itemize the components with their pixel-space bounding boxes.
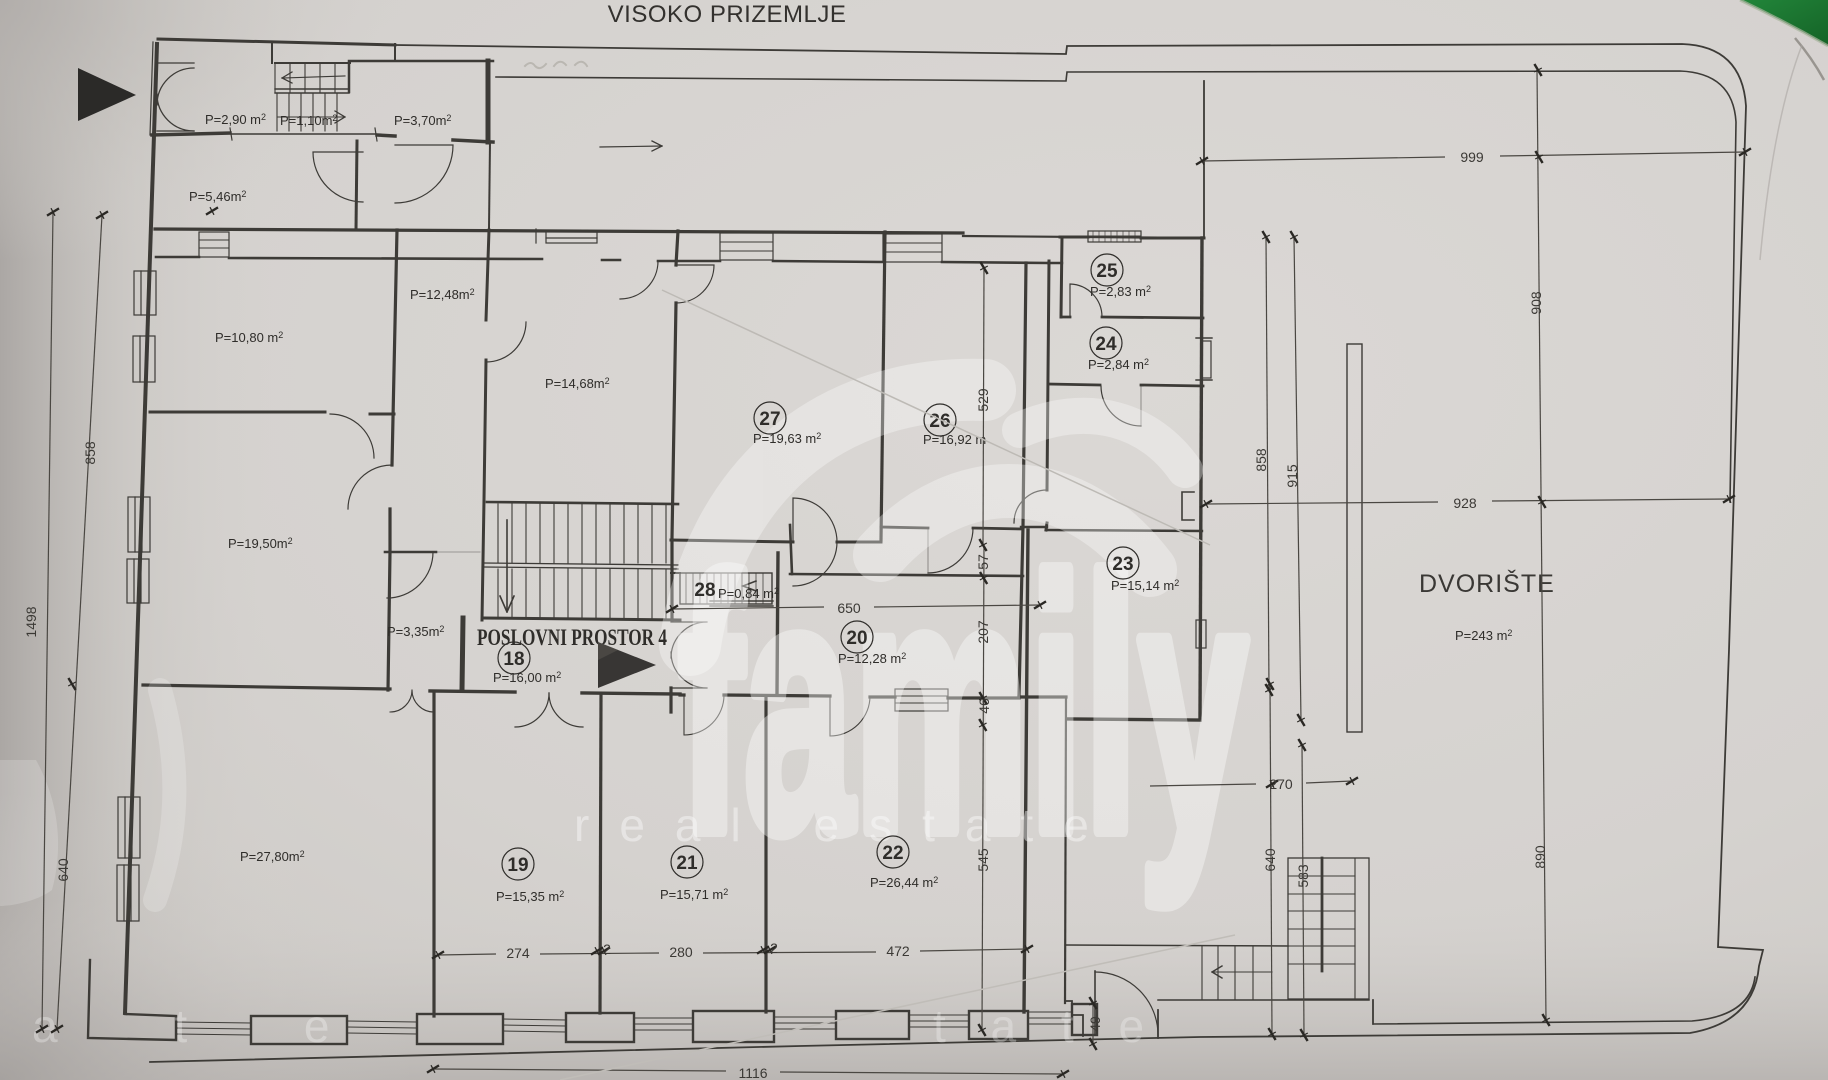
svg-text:P=1,10m2: P=1,10m2 (280, 113, 337, 128)
svg-text:2: 2 (770, 940, 778, 956)
svg-text:640: 640 (1262, 848, 1278, 872)
svg-text:P=2,84 m2: P=2,84 m2 (1088, 357, 1149, 372)
svg-text:P=19,50m2: P=19,50m2 (228, 536, 293, 551)
svg-text:P=14,68m2: P=14,68m2 (545, 376, 610, 391)
svg-text:P=15,14 m2: P=15,14 m2 (1111, 578, 1179, 593)
svg-text:270: 270 (1269, 776, 1293, 792)
svg-text:P=0,84 m2: P=0,84 m2 (718, 586, 779, 601)
svg-text:P=5,46m2: P=5,46m2 (189, 189, 246, 204)
svg-text:P=2,83 m2: P=2,83 m2 (1090, 284, 1151, 299)
svg-text:24: 24 (1095, 334, 1117, 355)
svg-text:P=16,00 m2: P=16,00 m2 (493, 670, 561, 685)
svg-text:23: 23 (1112, 554, 1133, 575)
svg-text:18: 18 (503, 649, 524, 670)
svg-text:DVORIŠTE: DVORIŠTE (1419, 569, 1555, 598)
svg-text:VISOKO PRIZEMLJE: VISOKO PRIZEMLJE (608, 1, 847, 28)
svg-text:22: 22 (882, 843, 903, 864)
svg-text:P=2,90 m2: P=2,90 m2 (205, 112, 266, 127)
svg-text:a t e: a t e (32, 1000, 382, 1052)
svg-text:P=3,35m2: P=3,35m2 (387, 624, 444, 639)
svg-text:26: 26 (929, 411, 950, 432)
svg-text:P=15,35 m2: P=15,35 m2 (496, 889, 564, 904)
svg-text:2: 2 (603, 941, 611, 957)
svg-text:real estate: real estate (574, 799, 1119, 851)
svg-text:1116: 1116 (738, 1065, 767, 1080)
svg-text:25: 25 (1096, 261, 1118, 282)
svg-text:P=27,80m2: P=27,80m2 (240, 849, 305, 864)
svg-text:P=12,48m2: P=12,48m2 (410, 287, 475, 302)
svg-text:P=19,63 m2: P=19,63 m2 (753, 431, 821, 446)
svg-text:21: 21 (676, 853, 698, 874)
svg-text:858: 858 (1253, 448, 1269, 472)
svg-text:890: 890 (1532, 845, 1548, 869)
svg-text:650: 650 (837, 600, 861, 616)
svg-text:545: 545 (975, 848, 991, 872)
svg-text:928: 928 (1453, 495, 1477, 511)
svg-text:858: 858 (82, 441, 98, 465)
svg-text:274: 274 (506, 945, 530, 961)
svg-text:57: 57 (975, 554, 991, 570)
svg-text:t a t e: t a t e (933, 1000, 1160, 1052)
svg-text:P=10,80 m2: P=10,80 m2 (215, 330, 283, 345)
svg-text:20: 20 (846, 628, 867, 649)
svg-text:640: 640 (55, 858, 71, 882)
svg-text:49: 49 (1087, 1016, 1103, 1032)
svg-text:P=3,70m2: P=3,70m2 (394, 113, 451, 128)
svg-text:583: 583 (1295, 864, 1311, 888)
svg-text:28: 28 (694, 580, 715, 601)
svg-text:280: 280 (669, 944, 693, 960)
svg-text:908: 908 (1528, 291, 1544, 315)
svg-text:19: 19 (507, 855, 528, 876)
svg-text:472: 472 (886, 943, 910, 959)
svg-text:family: family (678, 505, 1249, 909)
svg-text:915: 915 (1284, 464, 1300, 488)
svg-text:P=26,44 m2: P=26,44 m2 (870, 875, 938, 890)
svg-text:207: 207 (975, 620, 991, 644)
svg-text:P=12,28 m2: P=12,28 m2 (838, 651, 906, 666)
svg-text:POSLOVNI PROSTOR 4: POSLOVNI PROSTOR 4 (477, 625, 667, 650)
svg-text:529: 529 (975, 388, 991, 412)
svg-text:P=243 m2: P=243 m2 (1455, 628, 1512, 643)
svg-text:27: 27 (759, 409, 780, 430)
svg-text:P=15,71 m2: P=15,71 m2 (660, 887, 728, 902)
svg-text:46: 46 (976, 698, 992, 714)
svg-text:999: 999 (1460, 149, 1484, 165)
svg-text:1498: 1498 (23, 606, 39, 637)
